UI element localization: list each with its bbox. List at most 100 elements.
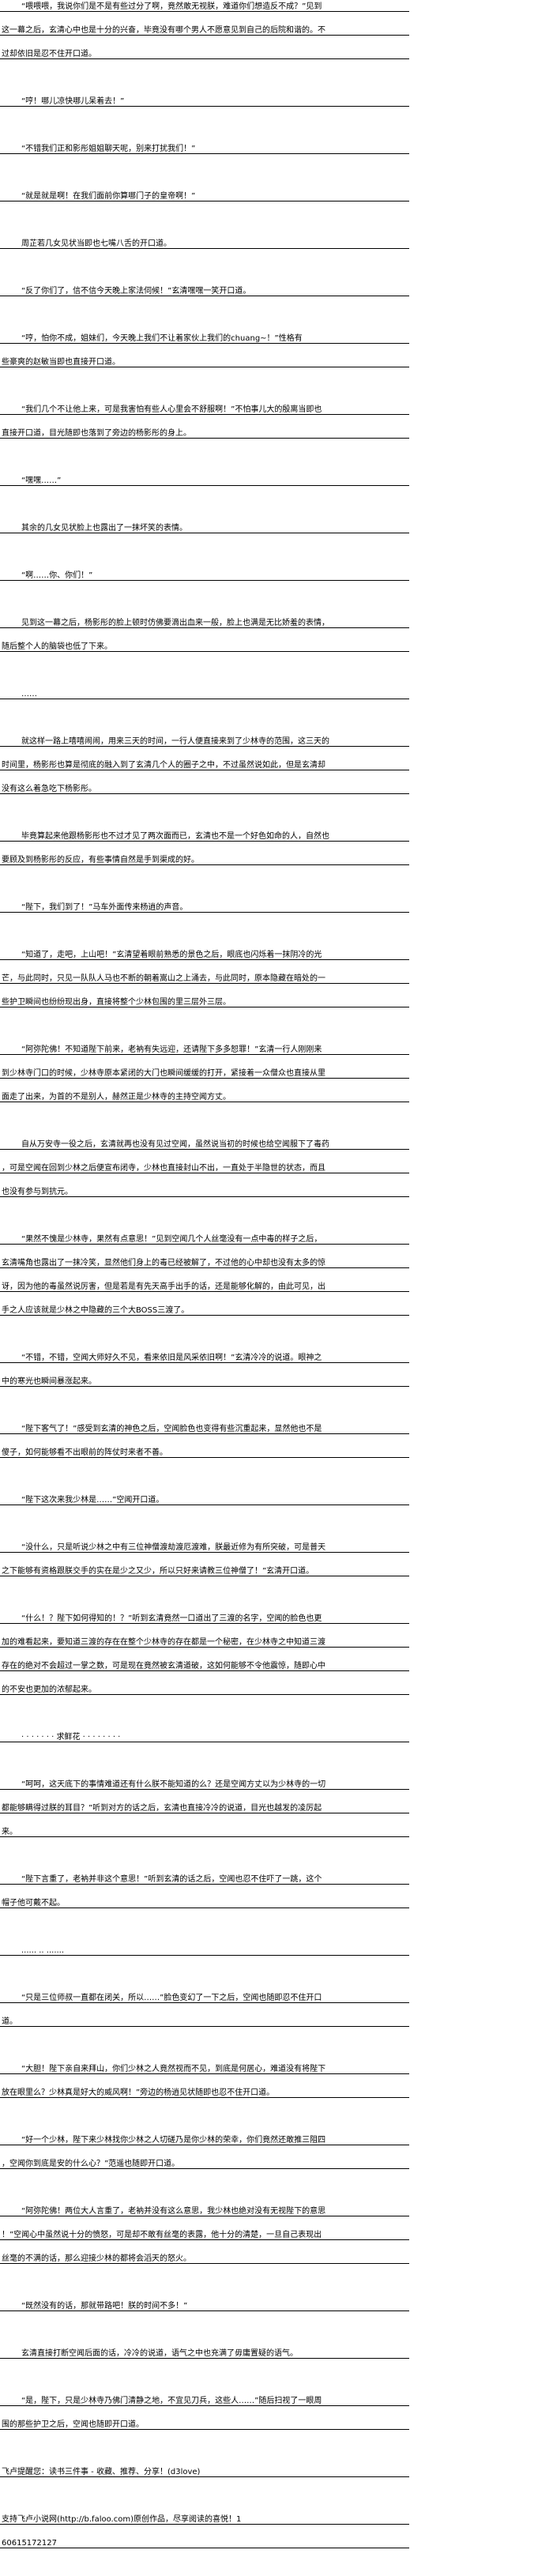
story-paragraph: …… — [0, 676, 409, 699]
story-line-text: 周芷若几女见状当即也七嘴八舌的开口道。 — [21, 239, 171, 248]
story-line: ，可是空闻在回到少林之后便宣布闭寺，少林也直接封山不出，一直处于半隐世的状态，而… — [0, 1150, 409, 1173]
story-paragraph: 自从万安寺一役之后，玄清就再也没有见过空闻，虽然说当初的时候也给空闻服下了毒药，… — [0, 1126, 409, 1197]
story-line: ，空闻你到底是安的什么心？”范遥也随即开口道。 — [0, 2145, 409, 2169]
story-line: 过却依旧是忍不住开口道。 — [0, 36, 409, 59]
story-paragraph: “不错，不错，空闻大师好久不见，看来依旧是风采依旧啊！”玄清冷冷的说道。眼神之中… — [0, 1339, 409, 1387]
story-line-text: 这一幕之后，玄清心中也是十分的兴奋，毕竟没有哪个男人不愿意见到自己的后院和谐的。… — [2, 26, 325, 35]
story-line: 帽子他可戴不起。 — [0, 1885, 409, 1908]
footer-line: 60615172127 — [0, 2525, 409, 2548]
story-paragraph: “既然没有的话，那就带路吧！朕的时间不多！” — [0, 2288, 409, 2311]
story-line-text: 存在的绝对不会超过一掌之数，可是现在竟然被玄清道破，这如何能够不令他震惊，随即心… — [2, 1662, 325, 1670]
story-line-text: “呵呵，这天底下的事情难道还有什么朕不能知道的么？还是空闻方丈以为少林寺的一切 — [21, 1780, 326, 1789]
story-line-text: “阿弥陀佛！两位大人言重了，老衲并没有这么意思，我少林也绝对没有无视陛下的意思 — [21, 2207, 326, 2216]
story-line: 要顾及到杨影彤的反应，有些事情自然是手到渠成的好。 — [0, 842, 409, 865]
story-line-text: “是，陛下，只是少林寺乃佛门清静之地，不宜见刀兵，这些人……”随后扫视了一眼周 — [21, 2397, 322, 2405]
story-line: “既然没有的话，那就带路吧！朕的时间不多！” — [0, 2288, 409, 2311]
story-line-text: 帽子他可戴不起。 — [2, 1899, 65, 1908]
story-line-text: ...... .. ....... — [21, 1946, 65, 1955]
story-line-text: 加的难看起来，要知道三渡的存在在整个少林寺的存在都是一个秘密，在少林寺之中知道三… — [2, 1638, 325, 1647]
story-paragraph: “没什么，只是听说少林之中有三位神僧渡劫渡厄渡难，朕最近修为有所突破，可是普天之… — [0, 1529, 409, 1576]
story-line: 些护卫瞬间也纷纷现出身，直接将整个少林包围的里三层外三层。 — [0, 984, 409, 1007]
story-line: 面走了出来，为首的不是别人，赫然正是少林寺的主持空闻方丈。 — [0, 1079, 409, 1102]
story-paragraph: “就是就是啊！在我们面前你算哪门子的皇帝啊！” — [0, 178, 409, 201]
story-line: · · · · · · · 求鲜花 · · · · · · · · — [0, 1719, 409, 1742]
story-line-text: “知道了，走吧，上山吧！”玄清望着眼前熟悉的景色之后，眼底也闪烁着一抹阴冷的光 — [21, 951, 322, 959]
story-line: “阿弥陀佛！两位大人言重了，老衲并没有这么意思，我少林也绝对没有无视陛下的意思 — [0, 2193, 409, 2216]
story-line: …… — [0, 676, 409, 699]
story-paragraph: “不错我们正和影彤姐姐聊天呢，别来打扰我们！” — [0, 130, 409, 154]
story-paragraph: “只是三位师叔一直都在闭关，所以……”脸色变幻了一下之后，空闻也随即忍不住开口道… — [0, 1979, 409, 2027]
story-paragraph: “喂喂喂，我说你们是不是有些过分了啊，竟然敢无视朕，难道你们想造反不成？”见到这… — [0, 0, 409, 59]
story-line: “陛下，我们到了！”马车外面传来杨逍的声音。 — [0, 889, 409, 913]
story-line-text: 毕竟算起来他跟杨影彤也不过才见了两次面而已，玄清也不是一个好色如命的人，自然也 — [21, 832, 329, 841]
story-line-text: 讶，因为他的毒虽然说厉害，但是若是有先天高手出手的话，还是能够化解的，由此可见，… — [2, 1282, 325, 1291]
story-line-text: 芒，与此同时，只见一队队人马也不断的朝着嵩山之上涌去，与此同时，原本隐藏在暗处的… — [2, 974, 325, 983]
story-paragraph: “是，陛下，只是少林寺乃佛门清静之地，不宜见刀兵，这些人……”随后扫视了一眼周围… — [0, 2382, 409, 2430]
story-line-text: 丝毫的不满的话，那么迎接少林的都将会滔天的怒火。 — [2, 2254, 191, 2263]
story-line-text: 都能够瞒得过朕的耳目？”听到对方的话之后，玄清也直接冷冷的说道，目光也越发的凌厉… — [2, 1804, 322, 1813]
story-line: “知道了，走吧，上山吧！”玄清望着眼前熟悉的景色之后，眼底也闪烁着一抹阴冷的光 — [0, 936, 409, 960]
story-line-text: “好一个少林，陛下来少林找你少林之人切磋乃是你少林的荣幸，你们竟然还敢推三阻四 — [21, 2136, 326, 2145]
story-line-text: “阿弥陀佛！不知道陛下前来，老衲有失远迎，还请陛下多多恕罪！”玄清一行人刚刚来 — [21, 1045, 322, 1054]
story-line-text: “不错我们正和影彤姐姐聊天呢，别来打扰我们！” — [21, 145, 196, 153]
story-line-text: “不错，不错，空闻大师好久不见，看来依旧是风采依旧啊！”玄清冷冷的说道。眼神之 — [21, 1354, 322, 1362]
story-line-text: “陛下客气了！”感受到玄清的神色之后，空闻脸色也变得有些沉重起来，显然他也不是 — [21, 1425, 322, 1433]
story-line: 加的难看起来，要知道三渡的存在在整个少林寺的存在都是一个秘密，在少林寺之中知道三… — [0, 1624, 409, 1648]
story-line: ...... .. ....... — [0, 1932, 409, 1956]
story-line: “不错我们正和影彤姐姐聊天呢，别来打扰我们！” — [0, 130, 409, 154]
story-line-text: 些豪爽的赵敏当即也直接开口道。 — [2, 358, 120, 367]
story-line: “呵呵，这天底下的事情难道还有什么朕不能知道的么？还是空闻方丈以为少林寺的一切 — [0, 1766, 409, 1790]
story-line: ！”空闻心中虽然说十分的愤怒，可是却不敢有丝毫的表露，他十分的清楚，一旦自己表现… — [0, 2216, 409, 2240]
story-line-text: “就是就是啊！在我们面前你算哪门子的皇帝啊！” — [21, 192, 196, 201]
story-paragraph: “果然不愧是少林寺，果然有点意思！”见到空闻几个人丝毫没有一点中毒的样子之后，玄… — [0, 1221, 409, 1316]
story-line: “哼！哪儿凉快哪儿呆着去！” — [0, 83, 409, 107]
story-paragraph: 周芷若几女见状当即也七嘴八舌的开口道。 — [0, 225, 409, 249]
story-paragraph: “哼！哪儿凉快哪儿呆着去！” — [0, 83, 409, 107]
story-line-text: 其余的几女见状脸上也露出了一抹坏笑的表情。 — [21, 524, 187, 533]
story-line: “没什么，只是听说少林之中有三位神僧渡劫渡厄渡难，朕最近修为有所突破，可是普天 — [0, 1529, 409, 1553]
story-line: 讶，因为他的毒虽然说厉害，但是若是有先天高手出手的话，还是能够化解的，由此可见，… — [0, 1268, 409, 1292]
story-paragraph: “阿弥陀佛！不知道陛下前来，老衲有失远迎，还请陛下多多恕罪！”玄清一行人刚刚来到… — [0, 1031, 409, 1102]
story-line-text: ！”空闻心中虽然说十分的愤怒，可是却不敢有丝毫的表露，他十分的清楚，一旦自己表现… — [2, 2231, 322, 2239]
story-line: “阿弥陀佛！不知道陛下前来，老衲有失远迎，还请陛下多多恕罪！”玄清一行人刚刚来 — [0, 1031, 409, 1055]
story-line: 直接开口道，目光随即也落到了旁边的杨影彤的身上。 — [0, 415, 409, 439]
story-line: “果然不愧是少林寺，果然有点意思！”见到空闻几个人丝毫没有一点中毒的样子之后， — [0, 1221, 409, 1245]
footer-line: 支持飞卢小说网(http://b.faloo.com)原创作品，尽享阅读的喜悦！… — [0, 2501, 409, 2525]
footer-paragraph: 飞卢提醒您：读书三件事 - 收藏、推荐、分享！(d3love) — [0, 2454, 409, 2477]
story-paragraph: “大胆！陛下亲自来拜山，你们少林之人竟然视而不见，到底是何居心，难道没有将陛下放… — [0, 2051, 409, 2098]
story-line: “嘿嘿……” — [0, 462, 409, 486]
story-paragraph: 玄清直接打断空闻后面的话，冷冷的说道，语气之中也充满了毋庸置疑的语气。 — [0, 2335, 409, 2359]
story-paragraph: “陛下，我们到了！”马车外面传来杨逍的声音。 — [0, 889, 409, 913]
story-line: 周芷若几女见状当即也七嘴八舌的开口道。 — [0, 225, 409, 249]
story-line-text: 见到这一幕之后，杨影彤的脸上顿时仿佛要滴出血来一般，脸上也满是无比娇羞的表情， — [21, 619, 329, 627]
story-line: 其余的几女见状脸上也露出了一抹坏笑的表情。 — [0, 510, 409, 533]
story-line-text: “陛下言重了，老衲并非这个意思！”听到玄清的话之后，空闻也忍不住吓了一跳，这个 — [21, 1875, 322, 1884]
story-line: “好一个少林，陛下来少林找你少林之人切磋乃是你少林的荣幸，你们竟然还敢推三阻四 — [0, 2122, 409, 2145]
story-line: “只是三位师叔一直都在闭关，所以……”脸色变幻了一下之后，空闻也随即忍不住开口 — [0, 1979, 409, 2003]
story-paragraph: ...... .. ....... — [0, 1932, 409, 1956]
story-line: 玄清直接打断空闻后面的话，冷冷的说道，语气之中也充满了毋庸置疑的语气。 — [0, 2335, 409, 2359]
story-line: “陛下言重了，老衲并非这个意思！”听到玄清的话之后，空闻也忍不住吓了一跳，这个 — [0, 1861, 409, 1885]
story-line: 之下能够有资格跟朕交手的实在是少之又少，所以只好来请教三位神僧了！”玄清开口道。 — [0, 1553, 409, 1576]
footer-line-text: 支持飞卢小说网(http://b.faloo.com)原创作品，尽享阅读的喜悦！… — [2, 2515, 242, 2524]
story-line-text: 来。 — [2, 1828, 17, 1836]
story-line-text: “哼！哪儿凉快哪儿呆着去！” — [21, 97, 125, 106]
footer-line-text: 飞卢提醒您：读书三件事 - 收藏、推荐、分享！(d3love) — [2, 2468, 201, 2476]
story-line: “什么！？陛下如何得知的！？”听到玄清竟然一口道出了三渡的名字，空闻的脸色也更 — [0, 1600, 409, 1624]
story-line-text: 到少林寺门口的时候，少林寺原本紧闭的大门也瞬间缓缓的打开，紧接着一众僧众也直接从… — [2, 1069, 325, 1078]
story-paragraph: 毕竟算起来他跟杨影彤也不过才见了两次面而已，玄清也不是一个好色如命的人，自然也要… — [0, 818, 409, 865]
footer-line: 飞卢提醒您：读书三件事 - 收藏、推荐、分享！(d3love) — [0, 2454, 409, 2477]
story-line-text: 没有这么着急吃下杨影彤。 — [2, 785, 96, 793]
story-line: 芒，与此同时，只见一队队人马也不断的朝着嵩山之上涌去，与此同时，原本隐藏在暗处的… — [0, 960, 409, 984]
story-paragraph: “阿弥陀佛！两位大人言重了，老衲并没有这么意思，我少林也绝对没有无视陛下的意思 ！… — [0, 2193, 409, 2264]
story-line: 来。 — [0, 1813, 409, 1837]
story-paragraph: · · · · · · · 求鲜花 · · · · · · · · — [0, 1719, 409, 1742]
story-line: “陛下客气了！”感受到玄清的神色之后，空闻脸色也变得有些沉重起来，显然他也不是 — [0, 1410, 409, 1434]
story-line-text: · · · · · · · 求鲜花 · · · · · · · · — [21, 1733, 121, 1742]
story-line: 围的那些护卫之后，空闻也随即开口道。 — [0, 2406, 409, 2430]
story-line: 手之人应该就是少林之中隐藏的三个大BOSS三渡了。 — [0, 1292, 409, 1316]
story-line: 没有这么着急吃下杨影彤。 — [0, 770, 409, 794]
story-line: 道。 — [0, 2003, 409, 2027]
story-line: 傻子，如何能够看不出眼前的阵仗时来者不善。 — [0, 1434, 409, 1458]
story-line-text: “反了你们了，信不信今天晚上家法伺候！”玄清嘿嘿一笑开口道。 — [21, 287, 251, 296]
